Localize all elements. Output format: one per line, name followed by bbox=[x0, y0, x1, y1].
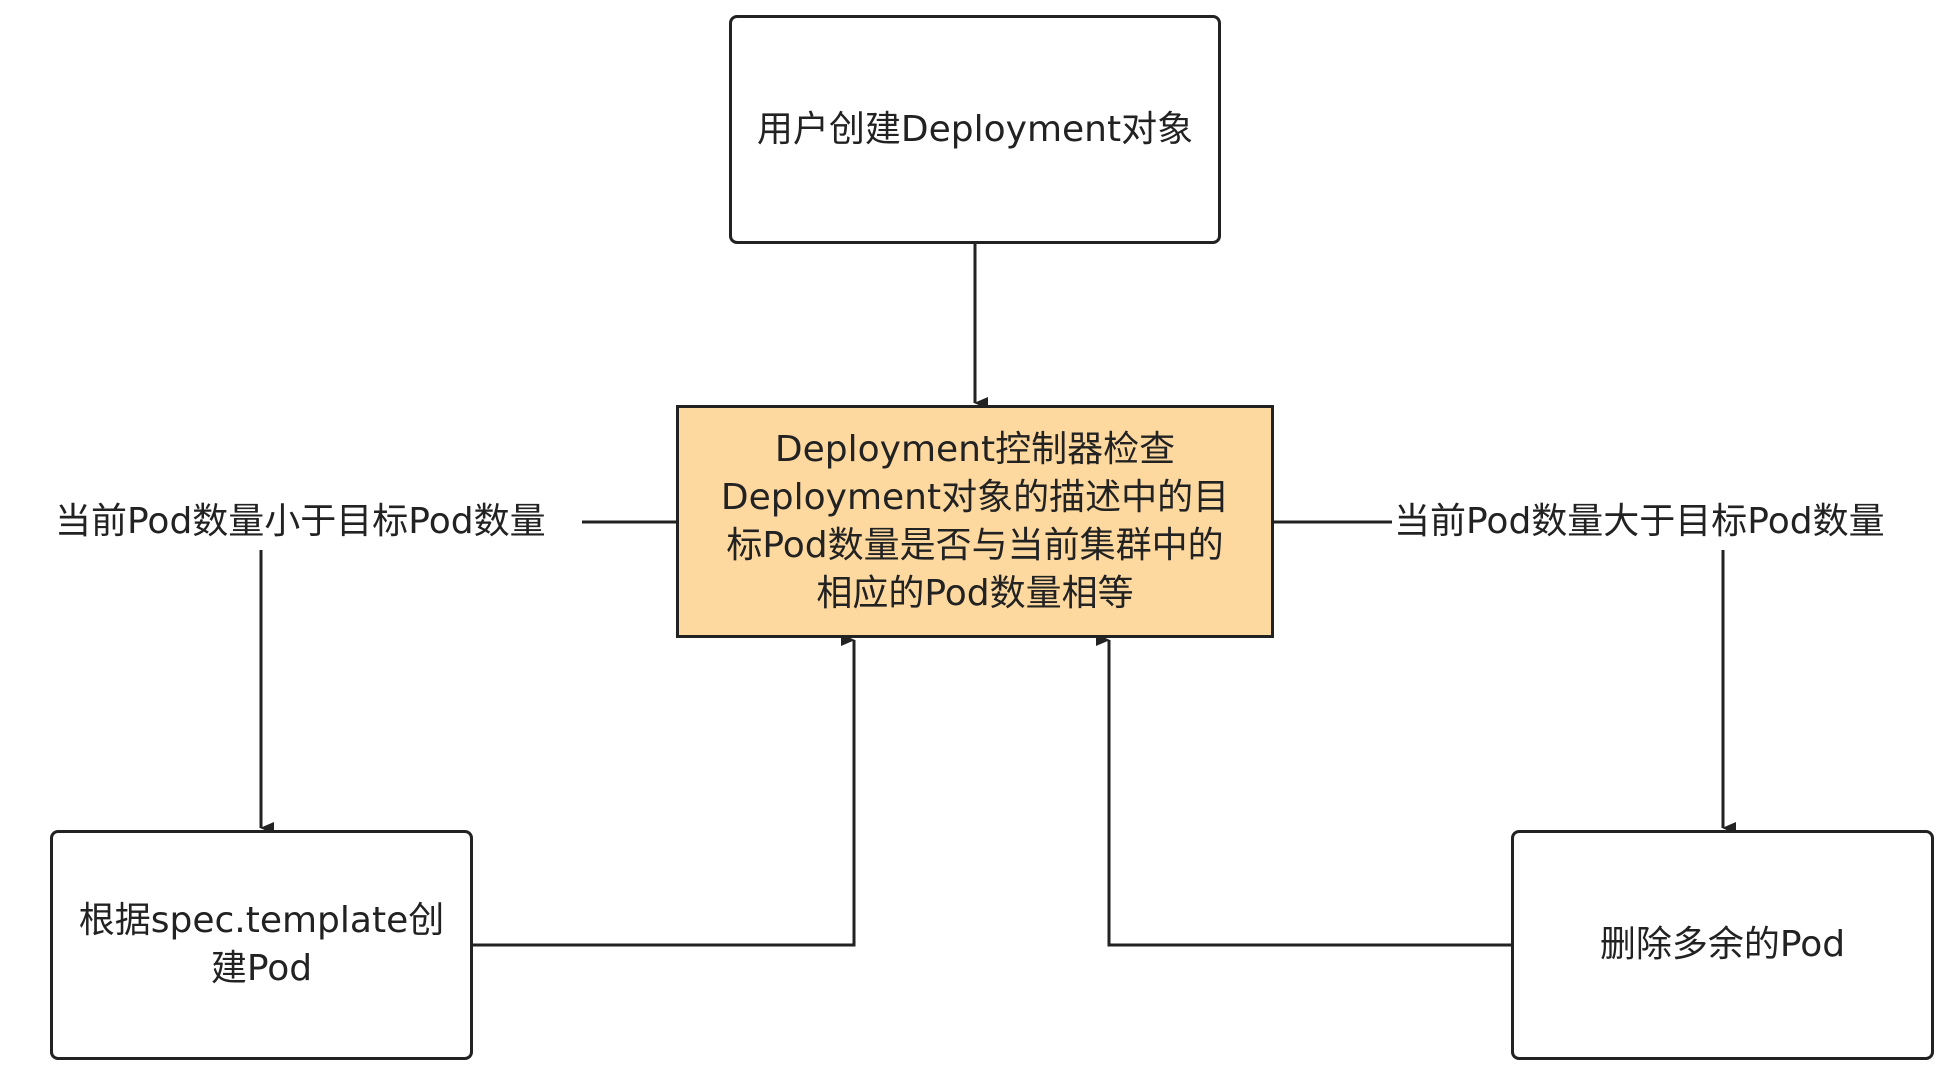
node-create-deployment-text: 用户创建Deployment对象 bbox=[756, 108, 1194, 150]
node-controller-check-text: Deployment控制器检查Deployment对象的描述中的目标Pod数量是… bbox=[720, 428, 1230, 614]
node-create-deployment: 用户创建Deployment对象 bbox=[729, 15, 1221, 244]
node-controller-check: Deployment控制器检查Deployment对象的描述中的目标Pod数量是… bbox=[676, 405, 1274, 638]
node-delete-pod-text: 删除多余的Pod bbox=[1599, 924, 1846, 965]
node-create-pod: 根据spec.template创建Pod bbox=[50, 830, 473, 1060]
edge-delete-to-check bbox=[1096, 634, 1511, 947]
edge-label-less: 当前Pod数量小于目标Pod数量 bbox=[55, 498, 546, 546]
node-create-pod-text: 根据spec.template创建Pod bbox=[78, 900, 445, 989]
node-delete-pod: 删除多余的Pod bbox=[1511, 830, 1934, 1060]
edge-label-more: 当前Pod数量大于目标Pod数量 bbox=[1394, 498, 1885, 546]
edge-create-to-check bbox=[473, 634, 856, 947]
